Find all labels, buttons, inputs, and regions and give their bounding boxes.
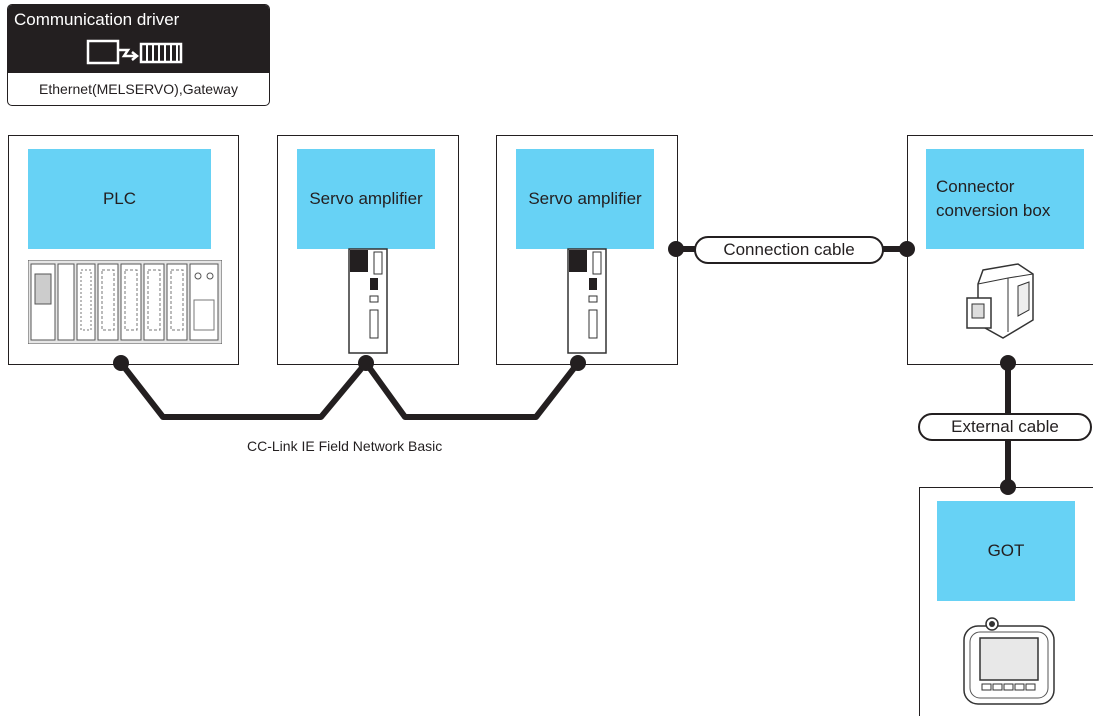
servo-amplifier-2-label: Servo amplifier — [516, 149, 654, 249]
connector-conversion-box-label: Connector conversion box — [926, 149, 1084, 249]
network-label: CC-Link IE Field Network Basic — [247, 438, 443, 454]
got-label: GOT — [937, 501, 1075, 601]
driver-value: Ethernet(MELSERVO),Gateway — [39, 81, 238, 97]
connector-conversion-box: Connector conversion box — [907, 135, 1093, 365]
connector-box-external-port — [1000, 355, 1016, 371]
servo-amplifier-icon — [567, 248, 607, 354]
connection-cable-tag: Connection cable — [694, 236, 884, 264]
plc-label: PLC — [28, 149, 211, 249]
external-cable-tag: External cable — [918, 413, 1092, 441]
plc-box: PLC — [8, 135, 239, 365]
driver-header: Communication driver — [8, 5, 269, 73]
plc-module-rack-icon — [28, 260, 222, 344]
servo1-network-port — [358, 355, 374, 371]
got-external-port — [1000, 479, 1016, 495]
connector-box-cable-port — [899, 241, 915, 257]
plc-network-port — [113, 355, 129, 371]
driver-title: Communication driver — [14, 10, 180, 29]
servo-amplifier-icon — [348, 248, 388, 354]
servo2-cable-port — [668, 241, 684, 257]
network-line — [118, 360, 581, 420]
communication-driver-icon — [86, 39, 183, 65]
got-box: GOT — [919, 487, 1093, 716]
servo2-network-port — [570, 355, 586, 371]
handheld-got-terminal-icon — [963, 617, 1055, 705]
servo-amplifier-1-label: Servo amplifier — [297, 149, 435, 249]
communication-driver-panel: Communication driver Ethernet(MELSERVO),… — [7, 4, 270, 106]
servo-amplifier-1-box: Servo amplifier — [277, 135, 459, 365]
connector-conversion-box-icon — [966, 263, 1034, 339]
